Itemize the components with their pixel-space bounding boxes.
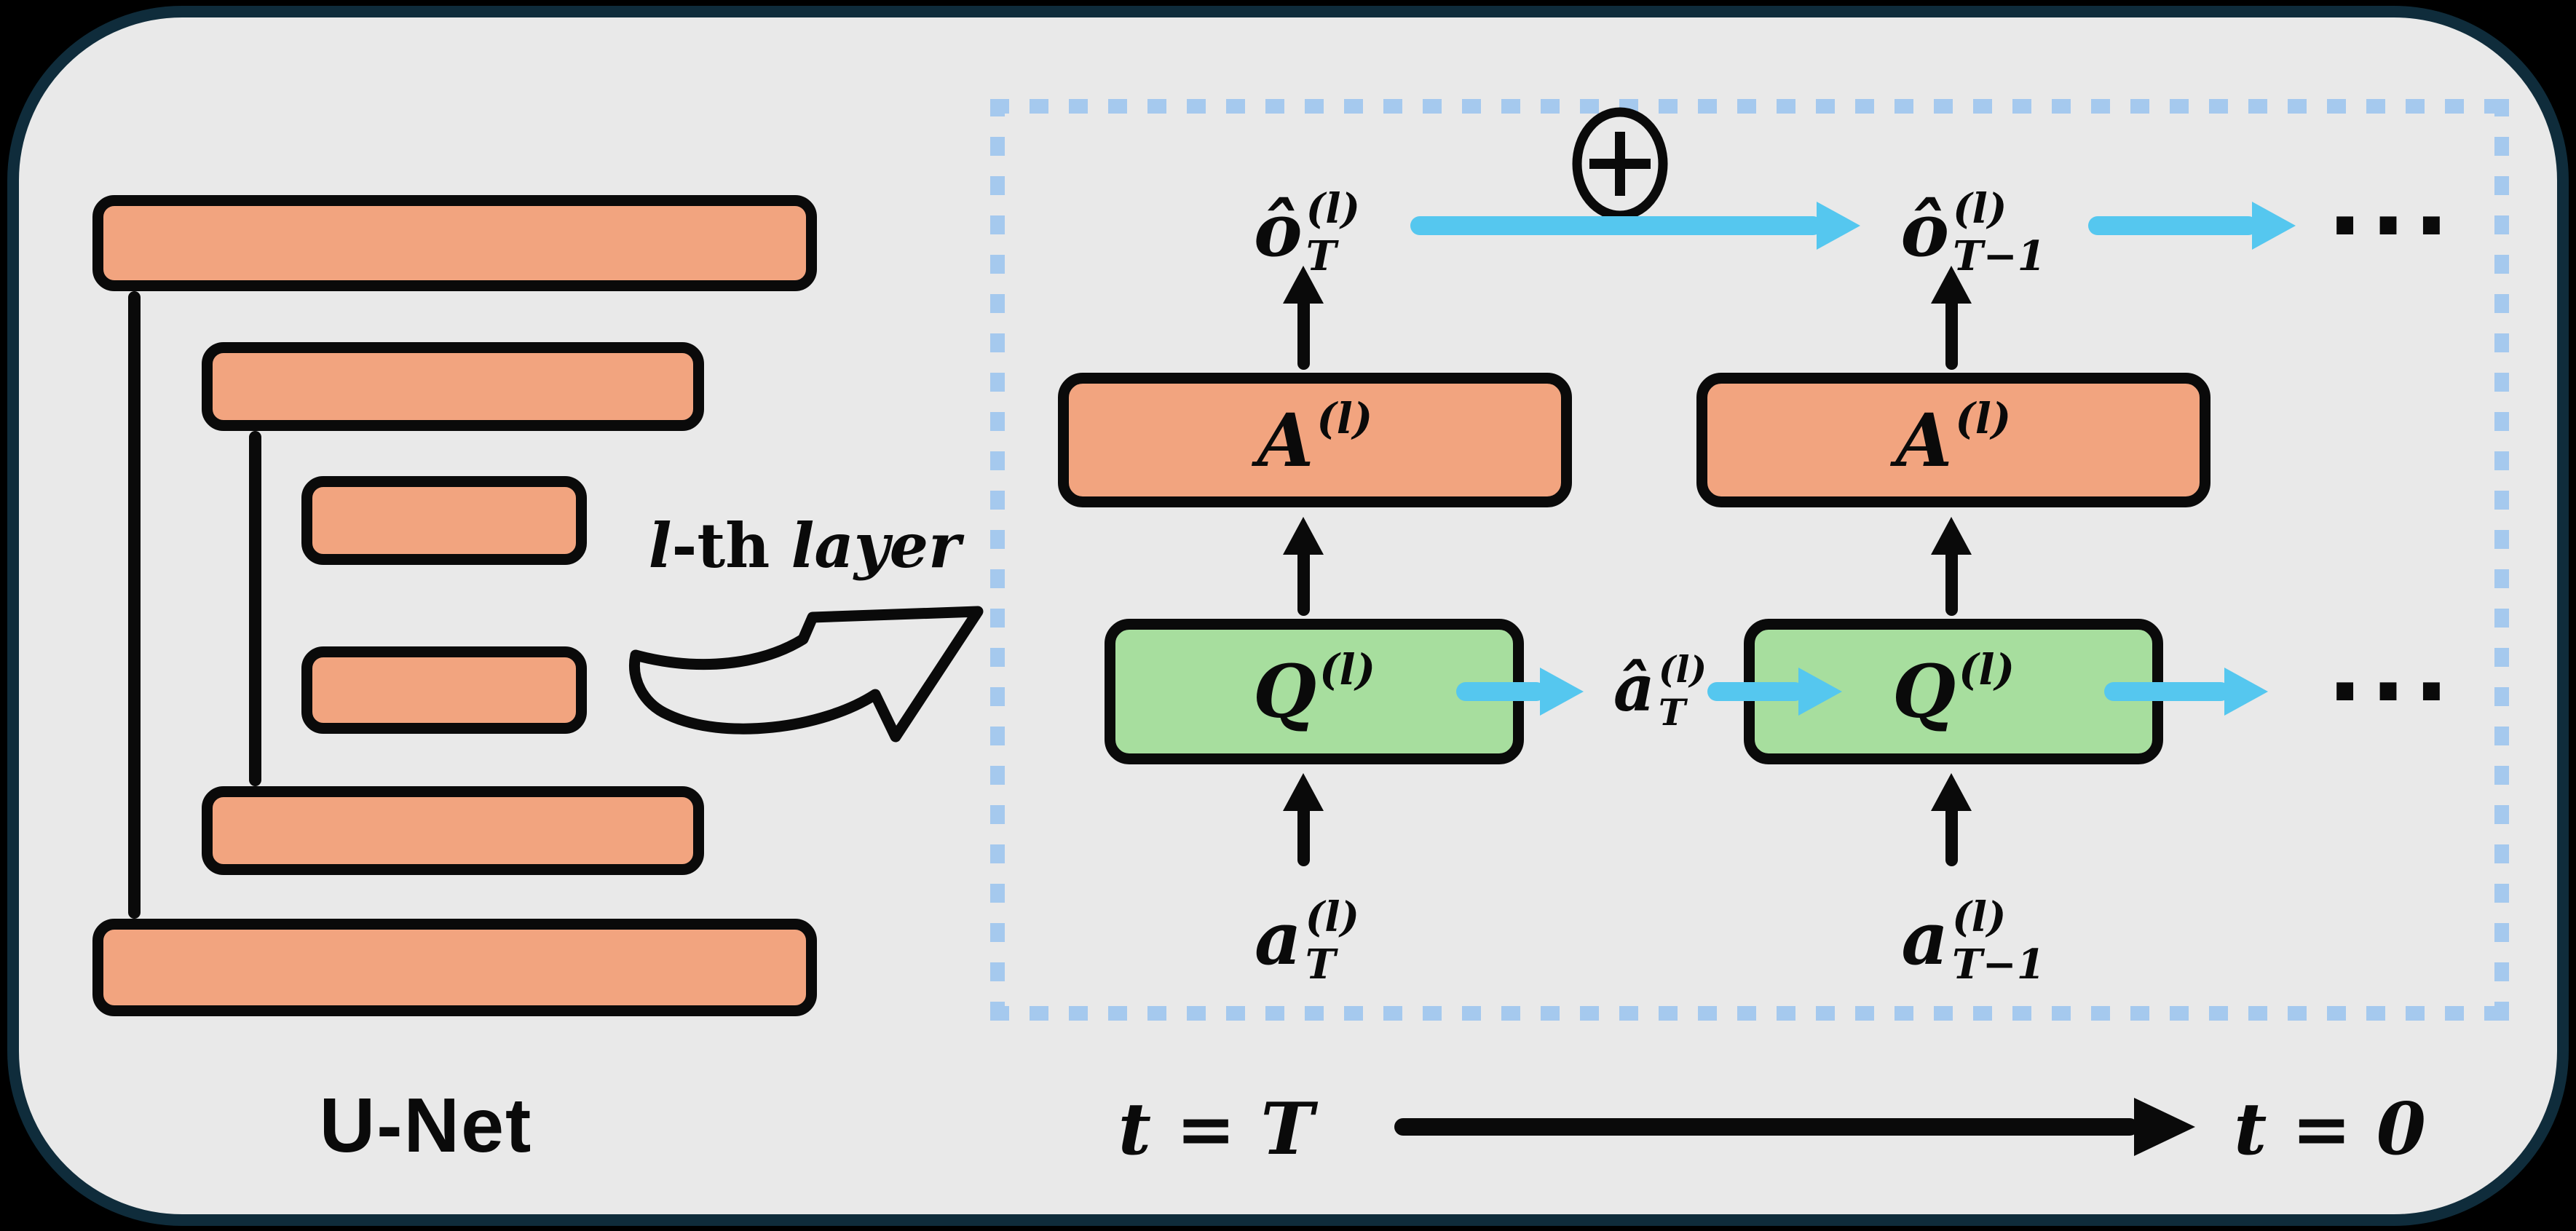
lth-layer-annotation-th: -th — [671, 510, 791, 582]
attention-box-T: A (l) — [1058, 373, 1572, 507]
q-box-T-1: Q (l) — [1744, 619, 2163, 764]
a-T-1-sup: (l) — [1952, 892, 2007, 941]
unet-skip-connection-inner — [249, 431, 261, 786]
a-hat-T-sub: T — [1658, 691, 1686, 734]
q-box-T: Q (l) — [1105, 619, 1524, 764]
q-box-T-1-base: Q — [1892, 649, 1956, 735]
lth-layer-annotation: l-th layer — [612, 510, 997, 582]
blue-arrow-Q-T-1-next — [2104, 667, 2268, 716]
unet-bar-2 — [202, 342, 704, 431]
unet-bar-5 — [202, 786, 704, 875]
attention-box-T-1-sup: (l) — [1955, 393, 2012, 443]
a-T-sub: T — [1305, 941, 1336, 989]
attention-box-T-1: A (l) — [1696, 373, 2210, 507]
ellipsis-top: ... — [2326, 146, 2457, 257]
circle-plus-icon — [1572, 107, 1668, 221]
a-T-base: a — [1254, 895, 1302, 981]
timeline-end-label: t = 0 — [2234, 1088, 2426, 1171]
o-hat-T-sup: (l) — [1305, 184, 1360, 233]
unet-skip-connection-outer — [128, 291, 141, 919]
a-hat-T-base: â — [1613, 650, 1655, 726]
a-T-label: a (l) T — [1183, 870, 1431, 1007]
a-T-1-base: a — [1901, 895, 1949, 981]
q-box-T-sup: (l) — [1319, 645, 1376, 694]
lth-layer-annotation-layer: layer — [791, 510, 961, 582]
o-hat-T-1-base: ô — [1900, 187, 1950, 273]
lth-layer-annotation-l: l — [648, 510, 672, 582]
attention-box-T-1-base: A — [1895, 397, 1953, 483]
o-hat-T-label: ô (l) T — [1183, 162, 1431, 298]
denoising-unroll-panel — [990, 99, 2509, 1021]
black-arrow-A-to-o-T-1 — [1929, 266, 1973, 370]
a-hat-T-sup: (l) — [1658, 647, 1707, 691]
ellipsis-mid: ... — [2326, 612, 2457, 723]
timeline-start-label: t = T — [1118, 1088, 1314, 1171]
black-arrow-Q-to-A-T-1 — [1929, 517, 1973, 616]
unet-bar-1 — [92, 195, 817, 291]
o-hat-T-1-label: ô (l) T−1 — [1835, 162, 2111, 298]
q-box-T-1-sup: (l) — [1959, 645, 2015, 694]
unet-label: U-Net — [319, 1082, 533, 1168]
attention-box-T-base: A — [1257, 397, 1314, 483]
blue-arrow-o-T-to-o-T-1 — [1410, 201, 1860, 250]
unet-bar-3 — [301, 476, 587, 565]
blue-arrow-o-T-1-next — [2088, 201, 2296, 250]
black-arrow-a-to-Q-T-1 — [1929, 773, 1973, 866]
o-hat-T-1-sup: (l) — [1953, 184, 2007, 233]
black-arrow-a-to-Q-T — [1281, 773, 1325, 866]
o-hat-T-base: ô — [1254, 187, 1303, 273]
black-arrow-A-to-o-T — [1281, 266, 1325, 370]
a-T-1-label: a (l) T−1 — [1835, 870, 2111, 1007]
q-box-T-base: Q — [1252, 649, 1317, 735]
a-T-1-sub: T−1 — [1952, 941, 2045, 989]
blue-arrow-Q-T-to-a-hat — [1456, 667, 1584, 716]
blue-arrow-a-hat-to-Q-T-1 — [1707, 667, 1842, 716]
a-hat-T-label: â (l) T — [1587, 622, 1733, 753]
attention-box-T-sup: (l) — [1316, 393, 1373, 443]
unet-bar-6 — [92, 919, 817, 1016]
unet-bar-4 — [301, 646, 587, 734]
timeline-arrow — [1394, 1098, 2195, 1156]
black-arrow-Q-to-A-T — [1281, 517, 1325, 616]
curved-arrow-icon — [629, 606, 984, 743]
a-T-sup: (l) — [1305, 892, 1360, 941]
